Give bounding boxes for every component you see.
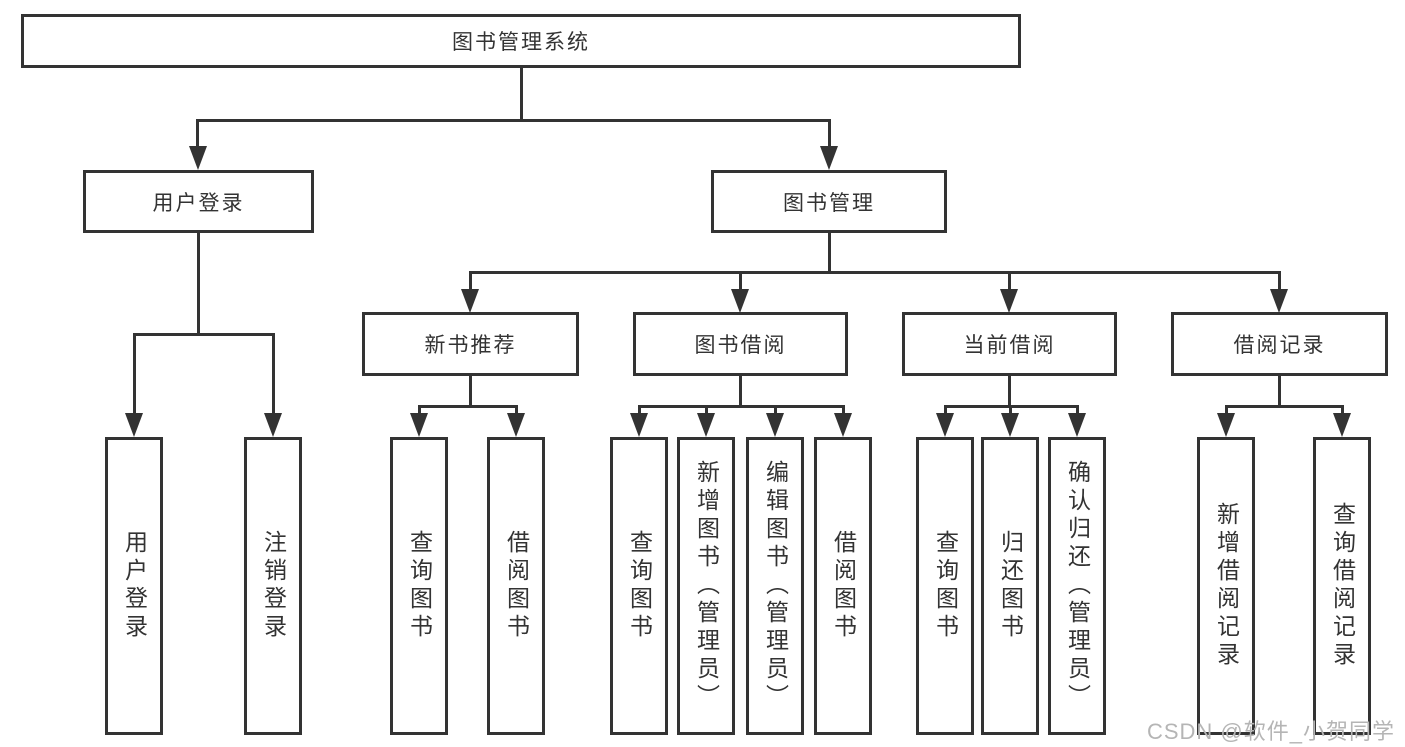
connector-stub-leaf [842,405,845,413]
leaf-confirm-return-admin: 确认归还（管理员） [1048,437,1106,735]
connector-stub-leaf [774,405,777,413]
node-book-borrow-label: 图书借阅 [694,334,787,357]
connector-new-books-trunk [469,374,472,408]
arrow-down-icon [410,413,428,437]
arrow-down-icon [697,413,715,437]
connector-level3-crossbar [469,271,1280,274]
arrow-down-icon [1217,413,1235,437]
leaf-confirm-return-admin-label: 确认归还（管理员） [1064,460,1091,712]
arrow-down-icon [1068,413,1086,437]
connector-stub-current-borrow [1008,271,1011,289]
connector-stub-leaf [1341,405,1344,413]
connector-stub-leaf [272,333,275,413]
leaf-query-books-current: 查询图书 [916,437,974,735]
node-book-management: 图书管理 [711,170,947,233]
arrow-down-icon [731,289,749,313]
connector-current-borrow-trunk [1008,374,1011,408]
arrow-down-icon [820,146,838,170]
leaf-logout-login: 注销登录 [244,437,302,735]
leaf-borrow-books-borrow: 借阅图书 [814,437,872,735]
csdn-watermark: CSDN @软件_小贺同学 [1146,719,1395,744]
leaf-add-borrow-record: 新增借阅记录 [1197,437,1255,735]
node-root: 图书管理系统 [21,14,1021,68]
connector-level2-crossbar [196,119,831,122]
arrow-down-icon [507,413,525,437]
leaf-return-books-label: 归还图书 [997,530,1024,642]
leaf-query-borrow-record-label: 查询借阅记录 [1329,502,1356,670]
leaf-query-books-new-label: 查询图书 [406,530,433,642]
leaf-add-borrow-record-label: 新增借阅记录 [1213,502,1240,670]
leaf-edit-books-admin-label: 编辑图书（管理员） [762,460,789,712]
node-new-books: 新书推荐 [362,312,579,376]
arrow-down-icon [461,289,479,313]
arrow-down-icon [189,146,207,170]
arrow-down-icon [1000,289,1018,313]
connector-stub-book-borrow [739,271,742,289]
node-book-borrow: 图书借阅 [633,312,848,376]
node-borrow-records-label: 借阅记录 [1233,334,1326,357]
leaf-add-books-admin: 新增图书（管理员） [677,437,735,735]
connector-book-borrow-trunk [739,374,742,408]
connector-user-login-crossbar [133,333,275,336]
connector-stub-leaf [1009,405,1012,413]
leaf-query-books-current-label: 查询图书 [932,530,959,642]
leaf-query-books-new: 查询图书 [390,437,448,735]
connector-stub-leaf [418,405,421,413]
leaf-user-login: 用户登录 [105,437,163,735]
arrow-down-icon [1270,289,1288,313]
connector-user-login-trunk [197,231,200,336]
connector-root-trunk [520,66,523,122]
arrow-down-icon [936,413,954,437]
connector-stub-leaf [515,405,518,413]
arrow-down-icon [264,413,282,437]
arrow-down-icon [834,413,852,437]
node-new-books-label: 新书推荐 [424,334,517,357]
arrow-down-icon [125,413,143,437]
connector-stub-user-login [196,119,199,146]
leaf-borrow-books-new-label: 借阅图书 [503,530,530,642]
leaf-return-books: 归还图书 [981,437,1039,735]
node-current-borrow-label: 当前借阅 [963,334,1056,357]
connector-stub-leaf [133,333,136,413]
connector-borrow-records-crossbar [1225,405,1344,408]
arrow-down-icon [1333,413,1351,437]
arrow-down-icon [630,413,648,437]
connector-stub-new-books [469,271,472,289]
connector-stub-borrow-records [1278,271,1281,289]
leaf-query-books-borrow-label: 查询图书 [626,530,653,642]
leaf-borrow-books-borrow-label: 借阅图书 [830,530,857,642]
leaf-query-books-borrow: 查询图书 [610,437,668,735]
connector-stub-leaf [638,405,641,413]
node-current-borrow: 当前借阅 [902,312,1117,376]
leaf-edit-books-admin: 编辑图书（管理员） [746,437,804,735]
connector-stub-leaf [705,405,708,413]
connector-book-management-trunk [828,231,831,274]
arrow-down-icon [1001,413,1019,437]
node-book-management-label: 图书管理 [783,191,875,215]
leaf-logout-login-label: 注销登录 [260,530,287,642]
arrow-down-icon [766,413,784,437]
connector-stub-book-management [828,119,831,146]
node-user-login: 用户登录 [83,170,314,233]
connector-stub-leaf [1225,405,1228,413]
connector-stub-leaf [944,405,947,413]
connector-stub-leaf [1076,405,1079,413]
leaf-add-books-admin-label: 新增图书（管理员） [693,460,720,712]
leaf-borrow-books-new: 借阅图书 [487,437,545,735]
connector-book-borrow-crossbar [638,405,845,408]
leaf-user-login-label: 用户登录 [121,530,148,642]
connector-new-books-crossbar [418,405,518,408]
node-borrow-records: 借阅记录 [1171,312,1388,376]
node-root-label: 图书管理系统 [452,31,590,54]
leaf-query-borrow-record: 查询借阅记录 [1313,437,1371,735]
node-user-login-label: 用户登录 [152,191,245,215]
connector-borrow-records-trunk [1278,374,1281,408]
